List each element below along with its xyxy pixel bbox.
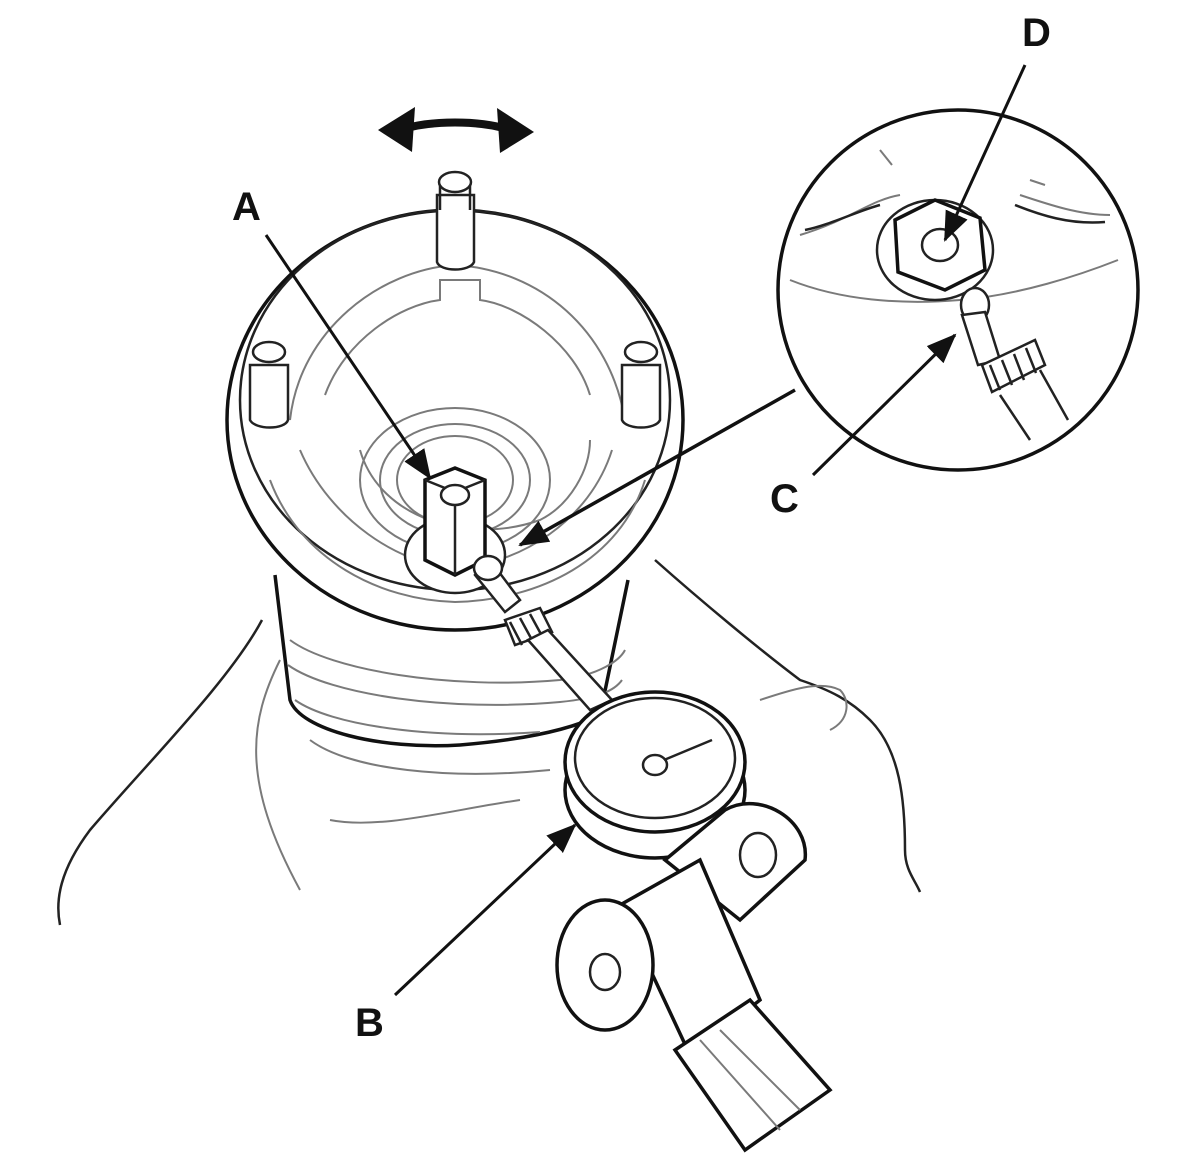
mount-stud-left bbox=[248, 340, 290, 429]
leader-line-b bbox=[393, 823, 577, 997]
detail-view-circle bbox=[776, 108, 1140, 472]
magnetic-stand bbox=[555, 802, 833, 1153]
callout-label-a: A bbox=[232, 185, 261, 229]
strut-body bbox=[273, 574, 630, 775]
detail-pointer-arrow bbox=[518, 388, 796, 547]
double-headed-arrow-icon bbox=[378, 107, 534, 153]
vehicle-body-outline bbox=[57, 559, 922, 926]
leader-line-d bbox=[943, 64, 1027, 242]
leader-line-a bbox=[264, 234, 432, 480]
leader-line-c bbox=[811, 333, 957, 477]
callout-label-d: D bbox=[1022, 11, 1051, 55]
callout-label-c: C bbox=[770, 477, 799, 521]
dial-indicator bbox=[472, 554, 747, 860]
mount-stud-top bbox=[435, 170, 476, 271]
mount-stud-right bbox=[620, 340, 662, 429]
callout-label-b: B bbox=[355, 1001, 384, 1045]
